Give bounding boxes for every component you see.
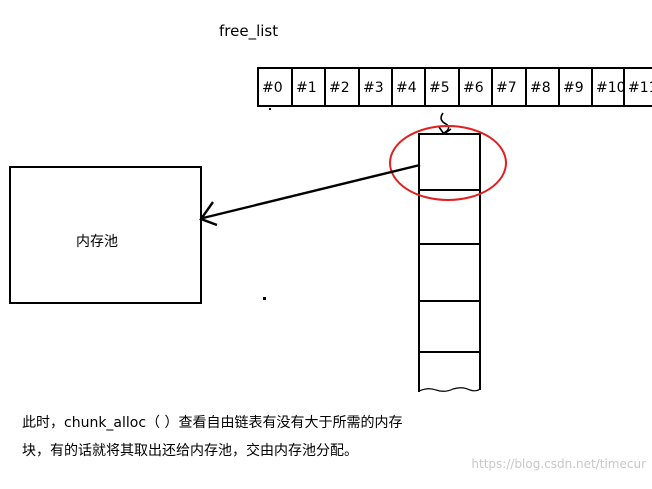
free-list-slot-6: #6 (463, 80, 484, 96)
chunk-block (418, 133, 481, 191)
free-list-title: free_list (219, 22, 279, 40)
free-list-slot-1: #1 (296, 80, 317, 96)
free-list-slot-10: #10 (596, 80, 626, 96)
free-list-slot-9: #9 (563, 80, 584, 96)
chunk-list-tail-wave (418, 387, 481, 392)
free-list-slot-8: #8 (530, 80, 551, 96)
memory-pool-box (9, 166, 202, 304)
chunk-to-pool-arrowhead (199, 201, 218, 227)
free-list-slot-11: #11 (628, 80, 652, 96)
slot-to-chunk-arrow (440, 112, 450, 134)
memory-pool-label: 内存池 (76, 234, 118, 250)
free-list-slot-3: #3 (363, 80, 384, 96)
free-list-slot-7: #7 (496, 80, 517, 96)
free-list-slot-5: #5 (429, 80, 450, 96)
highlight-circle (389, 125, 507, 201)
free-list-array: #0 #1 #2 #3 #4 #5 #6 #7 #8 #9 #10#11 (257, 67, 652, 107)
free-list-slot-2: #2 (329, 80, 350, 96)
stray-dot (269, 108, 271, 110)
free-list-frame (257, 67, 652, 107)
chunk-to-pool-arrow (202, 163, 421, 220)
chunk-block (418, 300, 481, 353)
chunk-list-tail (418, 352, 481, 392)
watermark: https://blog.csdn.net/timecur (471, 457, 646, 471)
chunk-block (418, 243, 481, 302)
free-list-slot-0: #0 (262, 80, 283, 96)
free-list-slot-4: #4 (396, 80, 417, 96)
chunk-list (418, 133, 481, 392)
caption-line-2: 块，有的话就将其取出还给内存池，交由内存池分配。 (22, 443, 358, 459)
caption-line-1: 此时，chunk_alloc（ ）查看自由链表有没有大于所需的内存 (22, 415, 403, 431)
stray-dot (263, 297, 266, 300)
